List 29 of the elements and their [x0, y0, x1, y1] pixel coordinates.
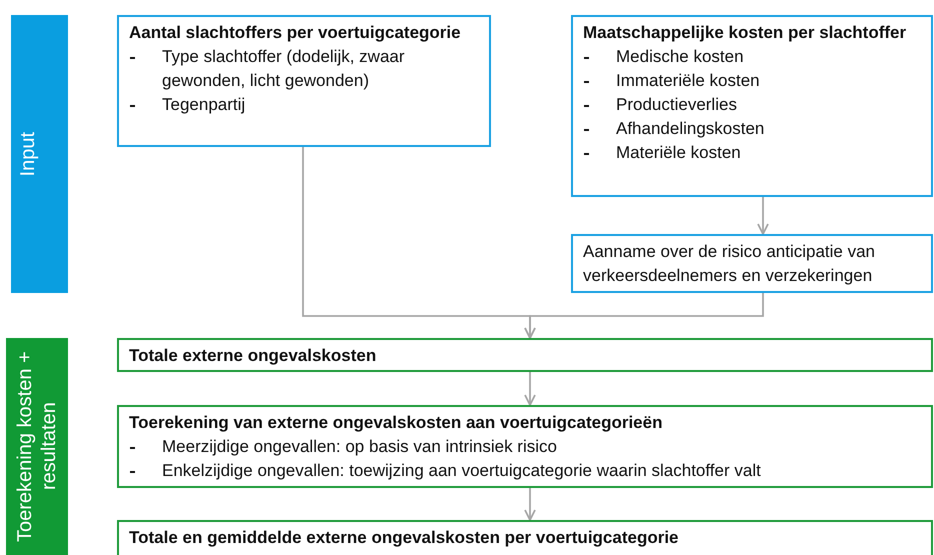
bullet-item: Productieverlies: [583, 93, 921, 117]
process-box: [571, 15, 933, 197]
process-box: [117, 520, 933, 555]
bullet-item: Enkelzijdige ongevallen: toewijzing aan voertuigcategorie waarin slachtoffer valt: [129, 459, 921, 483]
process-box: [117, 405, 933, 488]
bullet-item: Meerzijdige ongevallen: op basis van intrinsiek risico: [129, 435, 921, 459]
bullet-item: Afhandelingskosten: [583, 117, 921, 141]
box-heading: Aantal slachtoffers per voertuigcategorie: [129, 22, 462, 44]
bullet-item: Immateriële kosten: [583, 69, 921, 93]
connector-arrow: [757, 197, 769, 235]
process-box: [117, 15, 491, 147]
section-band: [11, 15, 68, 293]
box-heading: Totale externe ongevalskosten: [129, 345, 378, 367]
box-heading: Maatschappelijke kosten per slachtoffer: [583, 22, 908, 44]
connector-arrow: [524, 372, 536, 406]
process-box: [571, 234, 933, 293]
section-label: Toerekening kosten + resultaten: [13, 350, 61, 544]
section-band: [6, 338, 68, 555]
bullet-item: Type slachtoffer (dodelijk, zwaar gewonden, licht gewonden): [129, 45, 479, 93]
bullet-item: Tegenpartij: [129, 93, 479, 117]
section-label: Input: [16, 132, 40, 176]
bullet-item: Medische kosten: [583, 45, 921, 69]
process-box: [117, 338, 933, 372]
box-heading: Toerekening van externe ongevalskosten aan voertuigcategorieën: [129, 412, 664, 434]
connector-arrow: [524, 293, 764, 339]
bullet-item: Materiële kosten: [583, 141, 921, 165]
box-heading: Aanname over de risico anticipatie van verkeersdeelnemers en verzekeringen: [583, 241, 876, 287]
connector-arrow: [524, 488, 536, 521]
box-heading: Totale en gemiddelde externe ongevalskosten per voertuigcategorie: [129, 527, 680, 549]
